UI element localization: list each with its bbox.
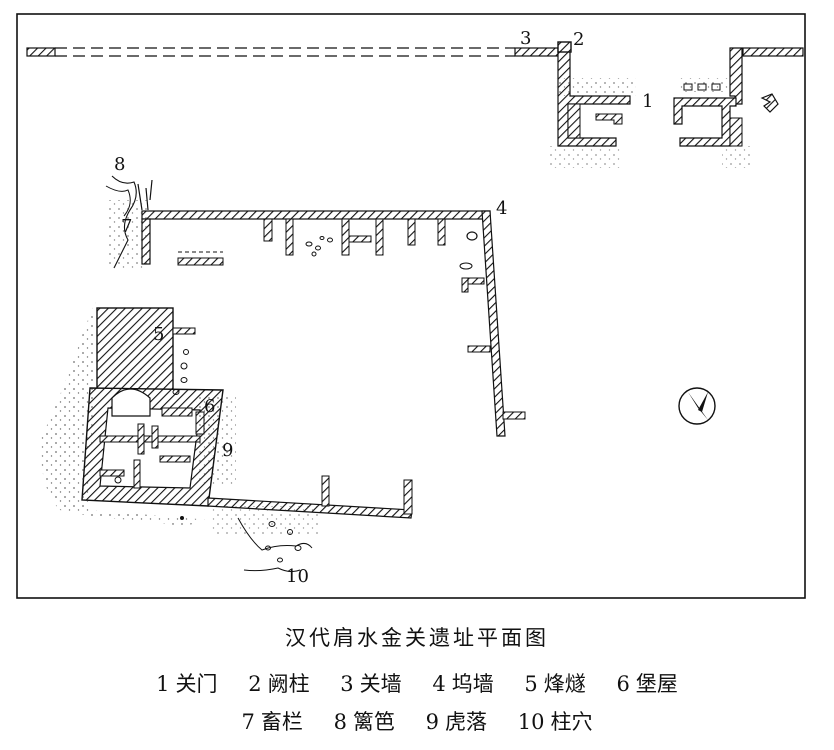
label-fence: 8 — [114, 154, 125, 175]
hu-luo-area — [40, 300, 320, 536]
figure-title: 汉代肩水金关遗址平面图 — [285, 626, 549, 650]
label-pass-wall: 3 — [520, 28, 531, 49]
north-arrow-icon — [678, 387, 716, 425]
label-que-pillar: 2 — [573, 29, 584, 50]
que-pillar — [557, 41, 572, 53]
label-pen: 7 — [121, 216, 132, 237]
label-gate: 1 — [642, 91, 653, 112]
label-post-holes: 10 — [286, 566, 309, 587]
label-fort-wall: 4 — [496, 198, 507, 219]
fence — [105, 175, 153, 270]
label-fortress-house: 6 — [204, 396, 215, 417]
gate — [550, 41, 752, 168]
label-beacon: 5 — [153, 324, 164, 345]
site-plan: 1 2 3 4 5 6 7 8 9 10 — [16, 13, 806, 599]
marker-symbol — [760, 93, 779, 113]
pass-wall — [26, 47, 804, 57]
label-hu-luo: 9 — [222, 440, 233, 461]
post-holes — [180, 516, 313, 573]
fortress-house — [81, 349, 224, 507]
map-frame — [16, 13, 806, 599]
beacon-tower — [96, 307, 196, 391]
